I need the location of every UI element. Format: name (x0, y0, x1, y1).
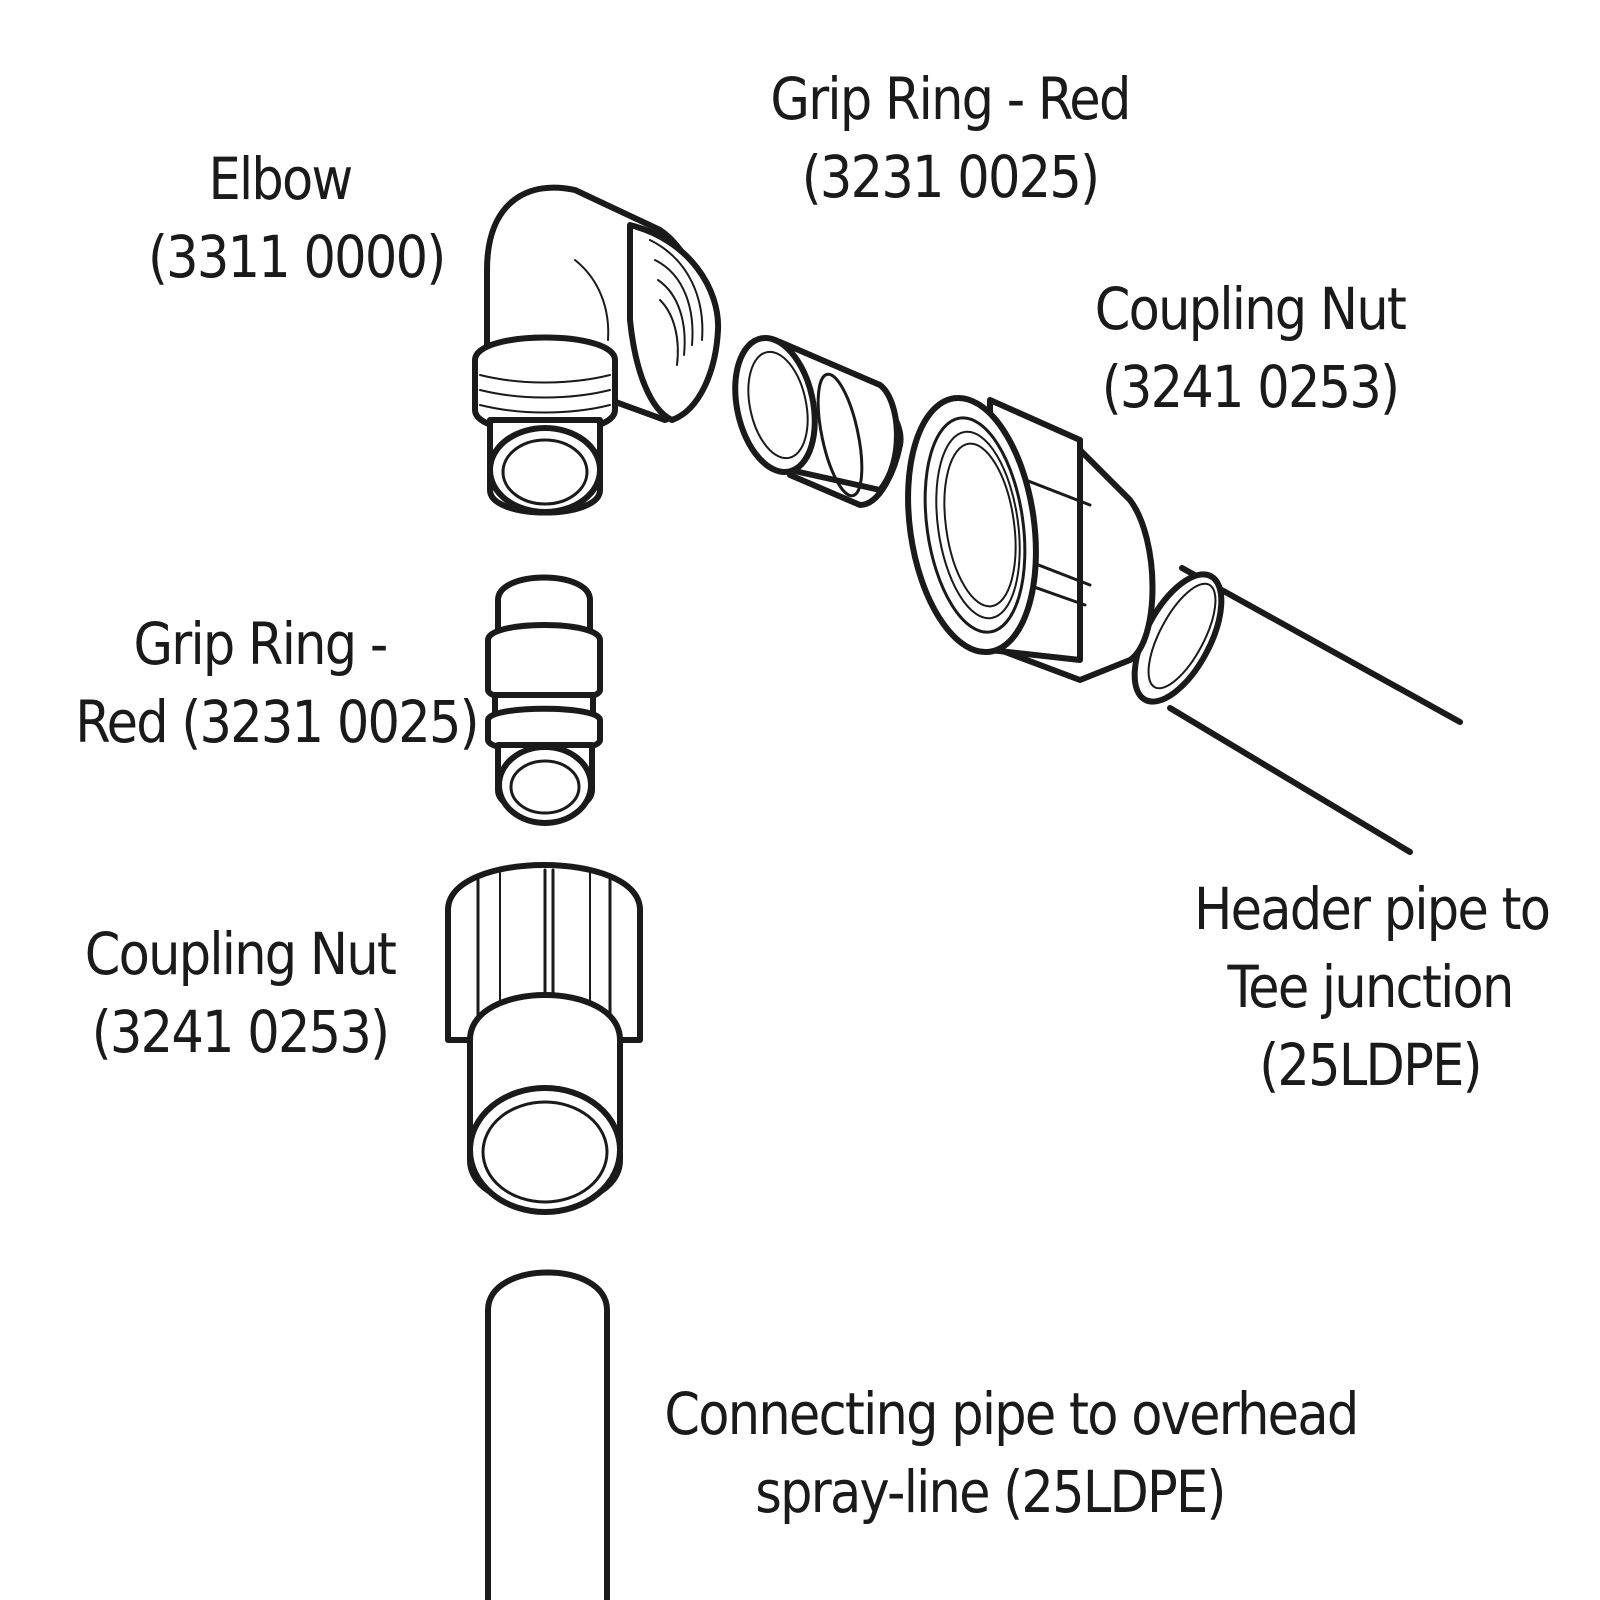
header-pipe (1131, 565, 1463, 855)
label-connecting-pipe: Connecting pipe to overhead spray-line (… (664, 1380, 1359, 1526)
label-header-pipe: Header pipe to Tee junction (25LDPE) (1194, 875, 1551, 1099)
grip-ring-left (485, 574, 603, 826)
coupling-nut-right (905, 394, 1156, 683)
grip-ring-top (732, 335, 904, 508)
connecting-pipe (485, 1269, 610, 1600)
label-coupling-nut-left: Coupling Nut (3241 0253) (84, 920, 397, 1066)
elbow-fitting (472, 184, 722, 516)
coupling-nut-left (445, 862, 643, 1215)
label-coupling-nut-right: Coupling Nut (3241 0253) (1094, 275, 1407, 421)
label-grip-ring-left: Grip Ring - Red (3231 0025) (75, 610, 479, 756)
label-elbow: Elbow (3311 0000) (148, 145, 446, 291)
label-grip-ring-top: Grip Ring - Red (3231 0025) (770, 65, 1131, 211)
